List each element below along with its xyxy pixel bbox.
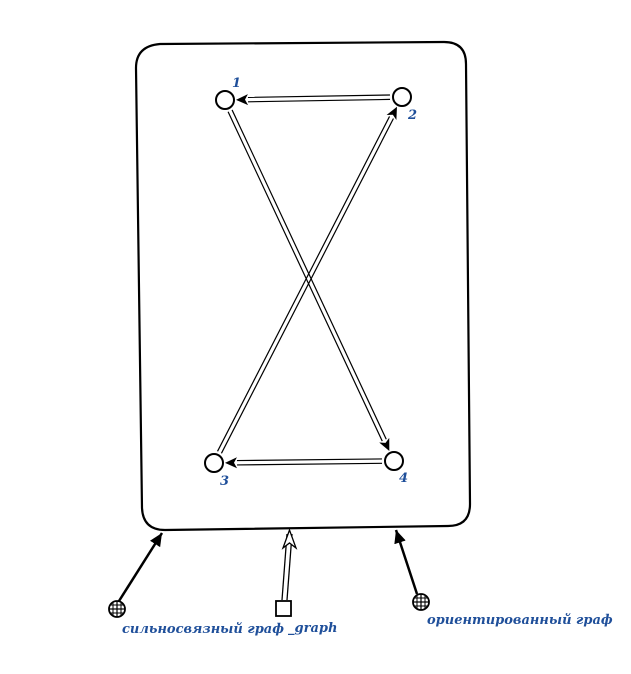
nodes-group [204, 87, 412, 473]
node-3[interactable] [204, 453, 224, 473]
edge-arrowhead [224, 457, 238, 469]
caption-graph-type: _graph [288, 621, 337, 636]
edge-4-3[interactable] [237, 462, 383, 466]
edge-4-3[interactable] [236, 458, 382, 462]
edge-2-1[interactable] [248, 98, 391, 103]
globe-icon [108, 600, 126, 618]
node-label-4: 4 [399, 471, 408, 486]
edge-2-1[interactable] [247, 94, 390, 99]
node-2[interactable] [392, 87, 412, 107]
square-icon [275, 600, 292, 617]
caption-directed: ориентированный граф [427, 613, 613, 628]
node-label-2: 2 [407, 108, 417, 123]
node-label-3: 3 [220, 474, 229, 489]
connector-graph-type [281, 528, 298, 601]
graph-container [134, 40, 472, 532]
globe-icon [412, 593, 430, 611]
caption-strongly-connected: сильносвязный граф [122, 622, 284, 637]
edge-1-4[interactable] [227, 111, 383, 442]
connector-directed [394, 529, 419, 595]
edges-group [216, 94, 397, 469]
node-label-1: 1 [232, 76, 241, 91]
node-1[interactable] [215, 90, 235, 110]
connector-strongly-connected [117, 532, 164, 602]
edge-3-2[interactable] [216, 116, 391, 452]
node-4[interactable] [384, 451, 404, 471]
edge-1-4[interactable] [231, 109, 387, 440]
edge-3-2[interactable] [220, 118, 394, 454]
edge-arrowhead [379, 437, 390, 452]
edge-arrowhead [386, 106, 397, 120]
edge-arrowhead [235, 94, 249, 106]
